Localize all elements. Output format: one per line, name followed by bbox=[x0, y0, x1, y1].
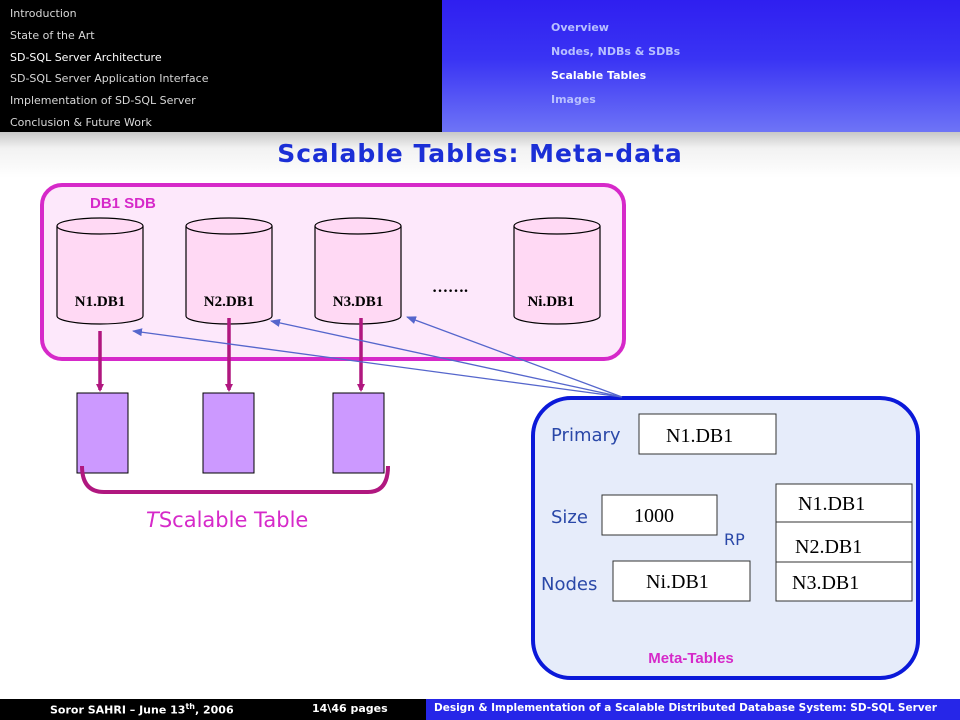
primary-value-box bbox=[638, 413, 777, 455]
pointer-arrow bbox=[132, 328, 623, 398]
database-label: N1.DB1 bbox=[75, 294, 125, 310]
footer-page-count: 14\46 pages bbox=[312, 702, 388, 715]
pointer-arrow bbox=[270, 318, 623, 398]
database-label: N2.DB1 bbox=[204, 294, 254, 310]
nodes-value: Ni.DB1 bbox=[646, 571, 709, 593]
subsection-nav: Overview Nodes, NDBs & SDBs Scalable Tab… bbox=[442, 0, 960, 132]
rp-value: N2.DB1 bbox=[795, 536, 862, 558]
nav-item-conclusion[interactable]: Conclusion & Future Work bbox=[10, 116, 152, 129]
size-value-box bbox=[601, 494, 718, 536]
nav-item-application-interface[interactable]: SD-SQL Server Application Interface bbox=[10, 72, 209, 85]
database-cylinder-n1: N1.DB1 bbox=[56, 217, 144, 325]
table-segment-3 bbox=[332, 392, 385, 474]
pointer-arrow bbox=[406, 316, 623, 398]
database-label: Ni.DB1 bbox=[527, 294, 574, 310]
table-segment-1 bbox=[76, 392, 129, 474]
rp-value-box bbox=[775, 483, 913, 523]
footer-subtitle-band: Design & Implementation of a Scalable Di… bbox=[426, 699, 960, 720]
table-segment-2 bbox=[202, 392, 255, 474]
nav-item-architecture[interactable]: SD-SQL Server Architecture bbox=[10, 51, 162, 64]
section-nav: Introduction State of the Art SD-SQL Ser… bbox=[0, 0, 442, 132]
sub-item-nodes[interactable]: Nodes, NDBs & SDBs bbox=[551, 45, 681, 58]
title-band bbox=[0, 132, 960, 178]
primary-value: N1.DB1 bbox=[666, 425, 733, 447]
scalable-table-name: Scalable Table bbox=[159, 508, 309, 532]
nav-item-state-of-the-art[interactable]: State of the Art bbox=[10, 29, 95, 42]
nodes-label: Nodes bbox=[541, 574, 597, 595]
size-label: Size bbox=[551, 507, 588, 528]
nav-item-introduction[interactable]: Introduction bbox=[10, 7, 77, 20]
ellipsis-more-databases: ……. bbox=[432, 279, 468, 296]
footer-author-name: Soror SAHRI – June 13 bbox=[50, 703, 186, 717]
footer-author-sup: th bbox=[185, 702, 195, 711]
primary-label: Primary bbox=[551, 425, 621, 446]
footer-author-year: , 2006 bbox=[194, 703, 234, 717]
database-cylinder-n2: N2.DB1 bbox=[185, 217, 273, 325]
rp-value: N3.DB1 bbox=[792, 572, 859, 594]
scalable-table-label: TScalable Table bbox=[146, 508, 308, 532]
nodes-value-box bbox=[612, 560, 751, 602]
footer-subtitle: Design & Implementation of a Scalable Di… bbox=[434, 702, 937, 714]
database-cylinder-n3: N3.DB1 bbox=[314, 217, 402, 325]
rp-value: N1.DB1 bbox=[798, 493, 865, 515]
database-label: N3.DB1 bbox=[333, 294, 383, 310]
scalable-table-prefix: T bbox=[146, 508, 161, 532]
sub-item-overview[interactable]: Overview bbox=[551, 21, 609, 34]
sdb-label: DB1 SDB bbox=[90, 195, 156, 212]
page-title: Scalable Tables: Meta-data bbox=[277, 139, 683, 168]
footer-author: Soror SAHRI – June 13th, 2006 bbox=[50, 702, 234, 717]
rp-value-box bbox=[775, 561, 913, 602]
sub-item-scalable-tables[interactable]: Scalable Tables bbox=[551, 69, 647, 82]
rp-label: RP bbox=[724, 530, 745, 549]
size-value: 1000 bbox=[634, 505, 674, 527]
scalable-table-brace bbox=[80, 465, 390, 494]
nav-item-implementation[interactable]: Implementation of SD-SQL Server bbox=[10, 94, 196, 107]
database-cylinder-ni: Ni.DB1 bbox=[513, 217, 601, 325]
meta-tables-label: Meta-Tables bbox=[648, 650, 734, 667]
meta-tables-container bbox=[531, 396, 920, 680]
sub-item-images[interactable]: Images bbox=[551, 93, 596, 106]
